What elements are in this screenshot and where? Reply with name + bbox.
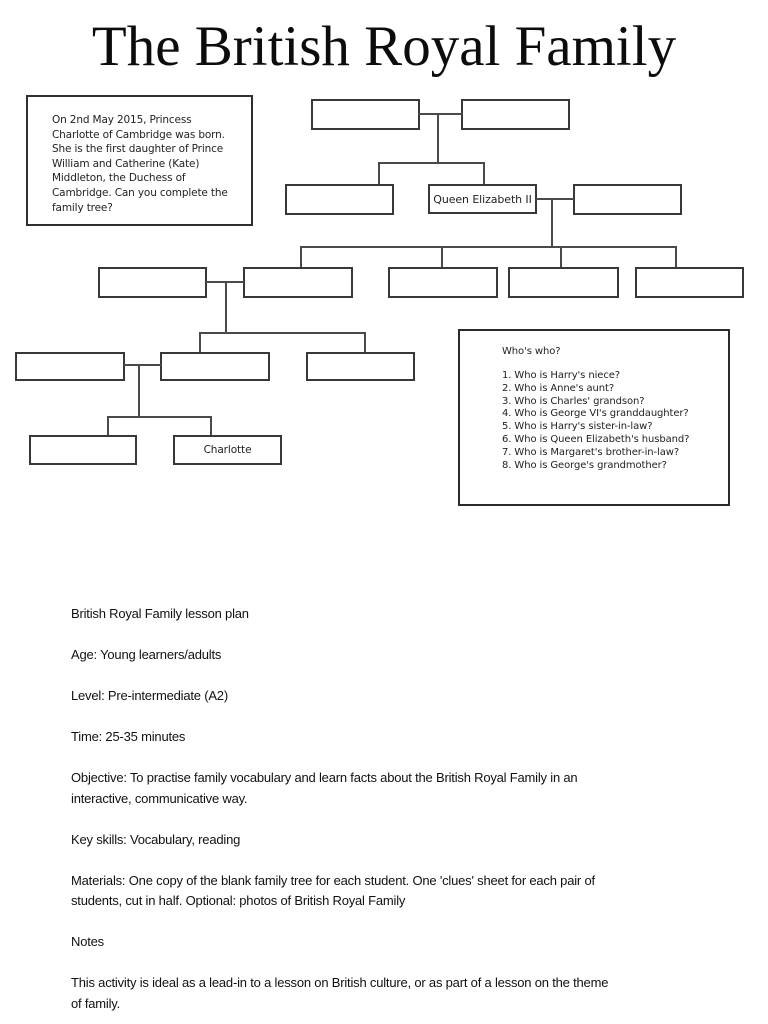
tree-box-gen1-right <box>461 99 570 130</box>
whos-who-title: Who's who? <box>502 346 561 357</box>
tree-connector <box>210 416 212 436</box>
tree-connector <box>560 246 562 268</box>
lesson-notes-body: This activity is ideal as a lead-in to a… <box>71 975 609 1011</box>
tree-box-queen-elizabeth: Queen Elizabeth II <box>428 184 537 214</box>
tree-box-gen2-spouse <box>573 184 682 215</box>
tree-connector <box>107 416 109 436</box>
tree-box-gen3-spouse1 <box>98 267 207 298</box>
tree-connector <box>536 198 574 200</box>
whos-who-question-8: 8. Who is George's grandmother? <box>502 459 667 471</box>
tree-connector <box>483 162 485 185</box>
tree-connector <box>300 246 302 268</box>
instruction-text: On 2nd May 2015, Princess Charlotte of C… <box>52 114 228 214</box>
whos-who-question-1: 1. Who is Harry's niece? <box>502 370 620 381</box>
tree-box-charlotte: Charlotte <box>173 435 282 465</box>
tree-connector <box>138 364 140 418</box>
tree-box-gen4-spouse <box>15 352 125 381</box>
tree-box-gen4-child2 <box>306 352 415 381</box>
whos-who-question-2: 2. Who is Anne's aunt? <box>502 382 615 394</box>
lesson-objective: Objective: To practise family vocabulary… <box>71 770 578 806</box>
tree-connector <box>300 246 677 248</box>
page-title: The British Royal Family <box>91 15 677 78</box>
whos-who-question-7: 7. Who is Margaret's brother-in-law? <box>502 446 680 458</box>
tree-connector <box>378 162 380 185</box>
tree-box-gen3-child3 <box>508 267 619 298</box>
lesson-title: British Royal Family lesson plan <box>71 606 249 621</box>
tree-box-gen1-left <box>311 99 420 130</box>
lesson-plan-section: British Royal Family lesson plan Age: Yo… <box>71 604 721 1024</box>
tree-box-gen3-child1 <box>243 267 353 298</box>
tree-box-gen4-child1 <box>160 352 270 381</box>
whos-who-question-5: 5. Who is Harry's sister-in-law? <box>502 421 653 433</box>
lesson-age: Age: Young learners/adults <box>71 647 222 662</box>
tree-connector <box>378 162 485 164</box>
tree-connector <box>225 281 227 333</box>
tree-connector <box>441 246 443 268</box>
lesson-key-skills: Key skills: Vocabulary, reading <box>71 831 241 847</box>
tree-connector <box>418 113 463 115</box>
tree-connector <box>107 416 212 418</box>
lesson-time: Time: 25-35 minutes <box>71 729 186 744</box>
instruction-box: On 2nd May 2015, Princess Charlotte of C… <box>26 95 253 226</box>
tree-connector <box>437 113 439 164</box>
whos-who-box: Who's who? 1. Who is Harry's niece? 2. W… <box>458 329 730 506</box>
tree-box-gen2-sibling <box>285 184 394 215</box>
tree-connector <box>199 332 201 353</box>
tree-connector <box>124 364 162 366</box>
whos-who-question-3: 3. Who is Charles' grandson? <box>502 395 645 407</box>
lesson-level: Level: Pre-intermediate (A2) <box>71 688 228 703</box>
tree-connector <box>199 332 366 334</box>
tree-box-gen3-child4 <box>635 267 744 298</box>
tree-connector <box>675 246 677 268</box>
tree-box-gen5-child1 <box>29 435 137 465</box>
lesson-notes-heading: Notes <box>71 934 104 949</box>
whos-who-question-4: 4. Who is George VI's granddaughter? <box>502 408 689 420</box>
whos-who-question-6: 6. Who is Queen Elizabeth's husband? <box>502 433 690 445</box>
tree-connector <box>364 332 366 353</box>
tree-box-gen3-child2 <box>388 267 498 298</box>
lesson-materials: Materials: One copy of the blank family … <box>71 872 595 909</box>
tree-connector <box>551 198 553 248</box>
